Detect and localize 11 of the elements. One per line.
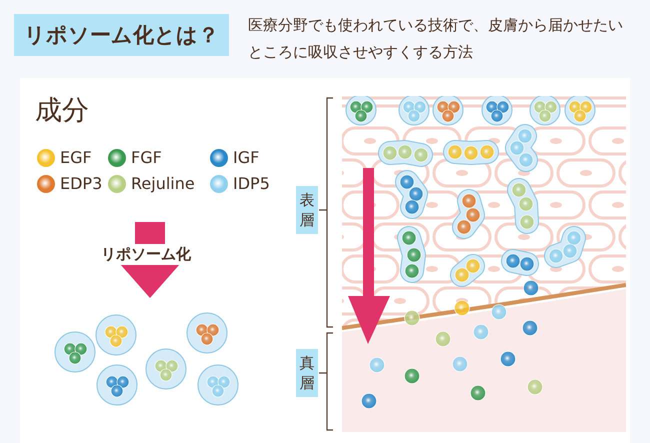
- legend-label: IDP5: [233, 173, 270, 195]
- legend-label: Rejuline: [131, 173, 195, 195]
- legend-label: EGF: [60, 147, 92, 169]
- description-text: 医療分野でも使われている技術で、皮膚から届かせたいところに吸収させやすくする方法: [248, 15, 624, 63]
- section-heading: 成分: [35, 94, 89, 128]
- layer-label: 真層: [296, 349, 318, 397]
- legend-label: EDP3: [60, 173, 102, 195]
- layer-label: 表層: [296, 186, 318, 234]
- legend-label: IGF: [233, 147, 260, 169]
- title-box: リポソーム化とは？: [14, 14, 229, 56]
- legend-label: FGF: [131, 147, 162, 169]
